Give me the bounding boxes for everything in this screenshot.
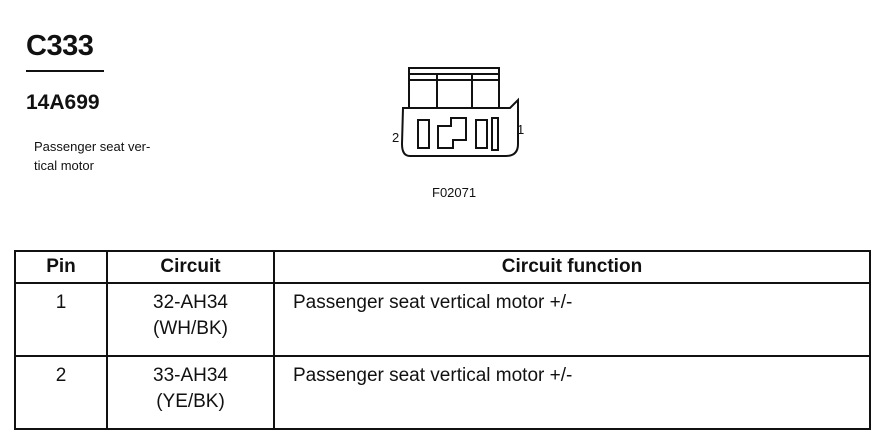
circuit-number: 33-AH34 bbox=[153, 365, 228, 386]
figure-id: F02071 bbox=[432, 185, 477, 200]
title-underline bbox=[26, 70, 104, 72]
column-header-pin: Pin bbox=[14, 250, 108, 284]
wire-color: (YE/BK) bbox=[156, 391, 225, 412]
pin-table: Pin Circuit Circuit function 1 32-AH34 (… bbox=[14, 250, 871, 430]
part-number: 14A699 bbox=[26, 91, 100, 114]
connector-id: C333 bbox=[26, 30, 94, 62]
table-row: 1 32-AH34 (WH/BK) Passenger seat vertica… bbox=[14, 282, 871, 357]
pin-cell: 1 bbox=[14, 282, 108, 357]
pin-cell: 2 bbox=[14, 355, 108, 430]
column-header-circuit: Circuit bbox=[106, 250, 275, 284]
circuit-function-cell: Passenger seat vertical motor +/- bbox=[273, 355, 871, 430]
description-line: tical motor bbox=[34, 158, 94, 173]
description-line: Passenger seat ver- bbox=[34, 139, 151, 154]
connector-face-diagram: 2 1 bbox=[392, 67, 524, 157]
connector-housing-top bbox=[408, 67, 500, 109]
circuit-function-cell: Passenger seat vertical motor +/- bbox=[273, 282, 871, 357]
connector-description: Passenger seat ver- tical motor bbox=[34, 137, 194, 175]
circuit-cell: 32-AH34 (WH/BK) bbox=[106, 282, 275, 357]
connector-body bbox=[400, 97, 519, 157]
table-row: 2 33-AH34 (YE/BK) Passenger seat vertica… bbox=[14, 355, 871, 430]
column-header-circuit-function: Circuit function bbox=[273, 250, 871, 284]
pin-cavities bbox=[417, 117, 499, 151]
table-header-row: Pin Circuit Circuit function bbox=[14, 250, 871, 284]
pin-2-label: 2 bbox=[392, 130, 399, 145]
pin-1-label: 1 bbox=[517, 122, 524, 137]
circuit-cell: 33-AH34 (YE/BK) bbox=[106, 355, 275, 430]
wire-color: (WH/BK) bbox=[153, 318, 228, 339]
circuit-number: 32-AH34 bbox=[153, 292, 228, 313]
